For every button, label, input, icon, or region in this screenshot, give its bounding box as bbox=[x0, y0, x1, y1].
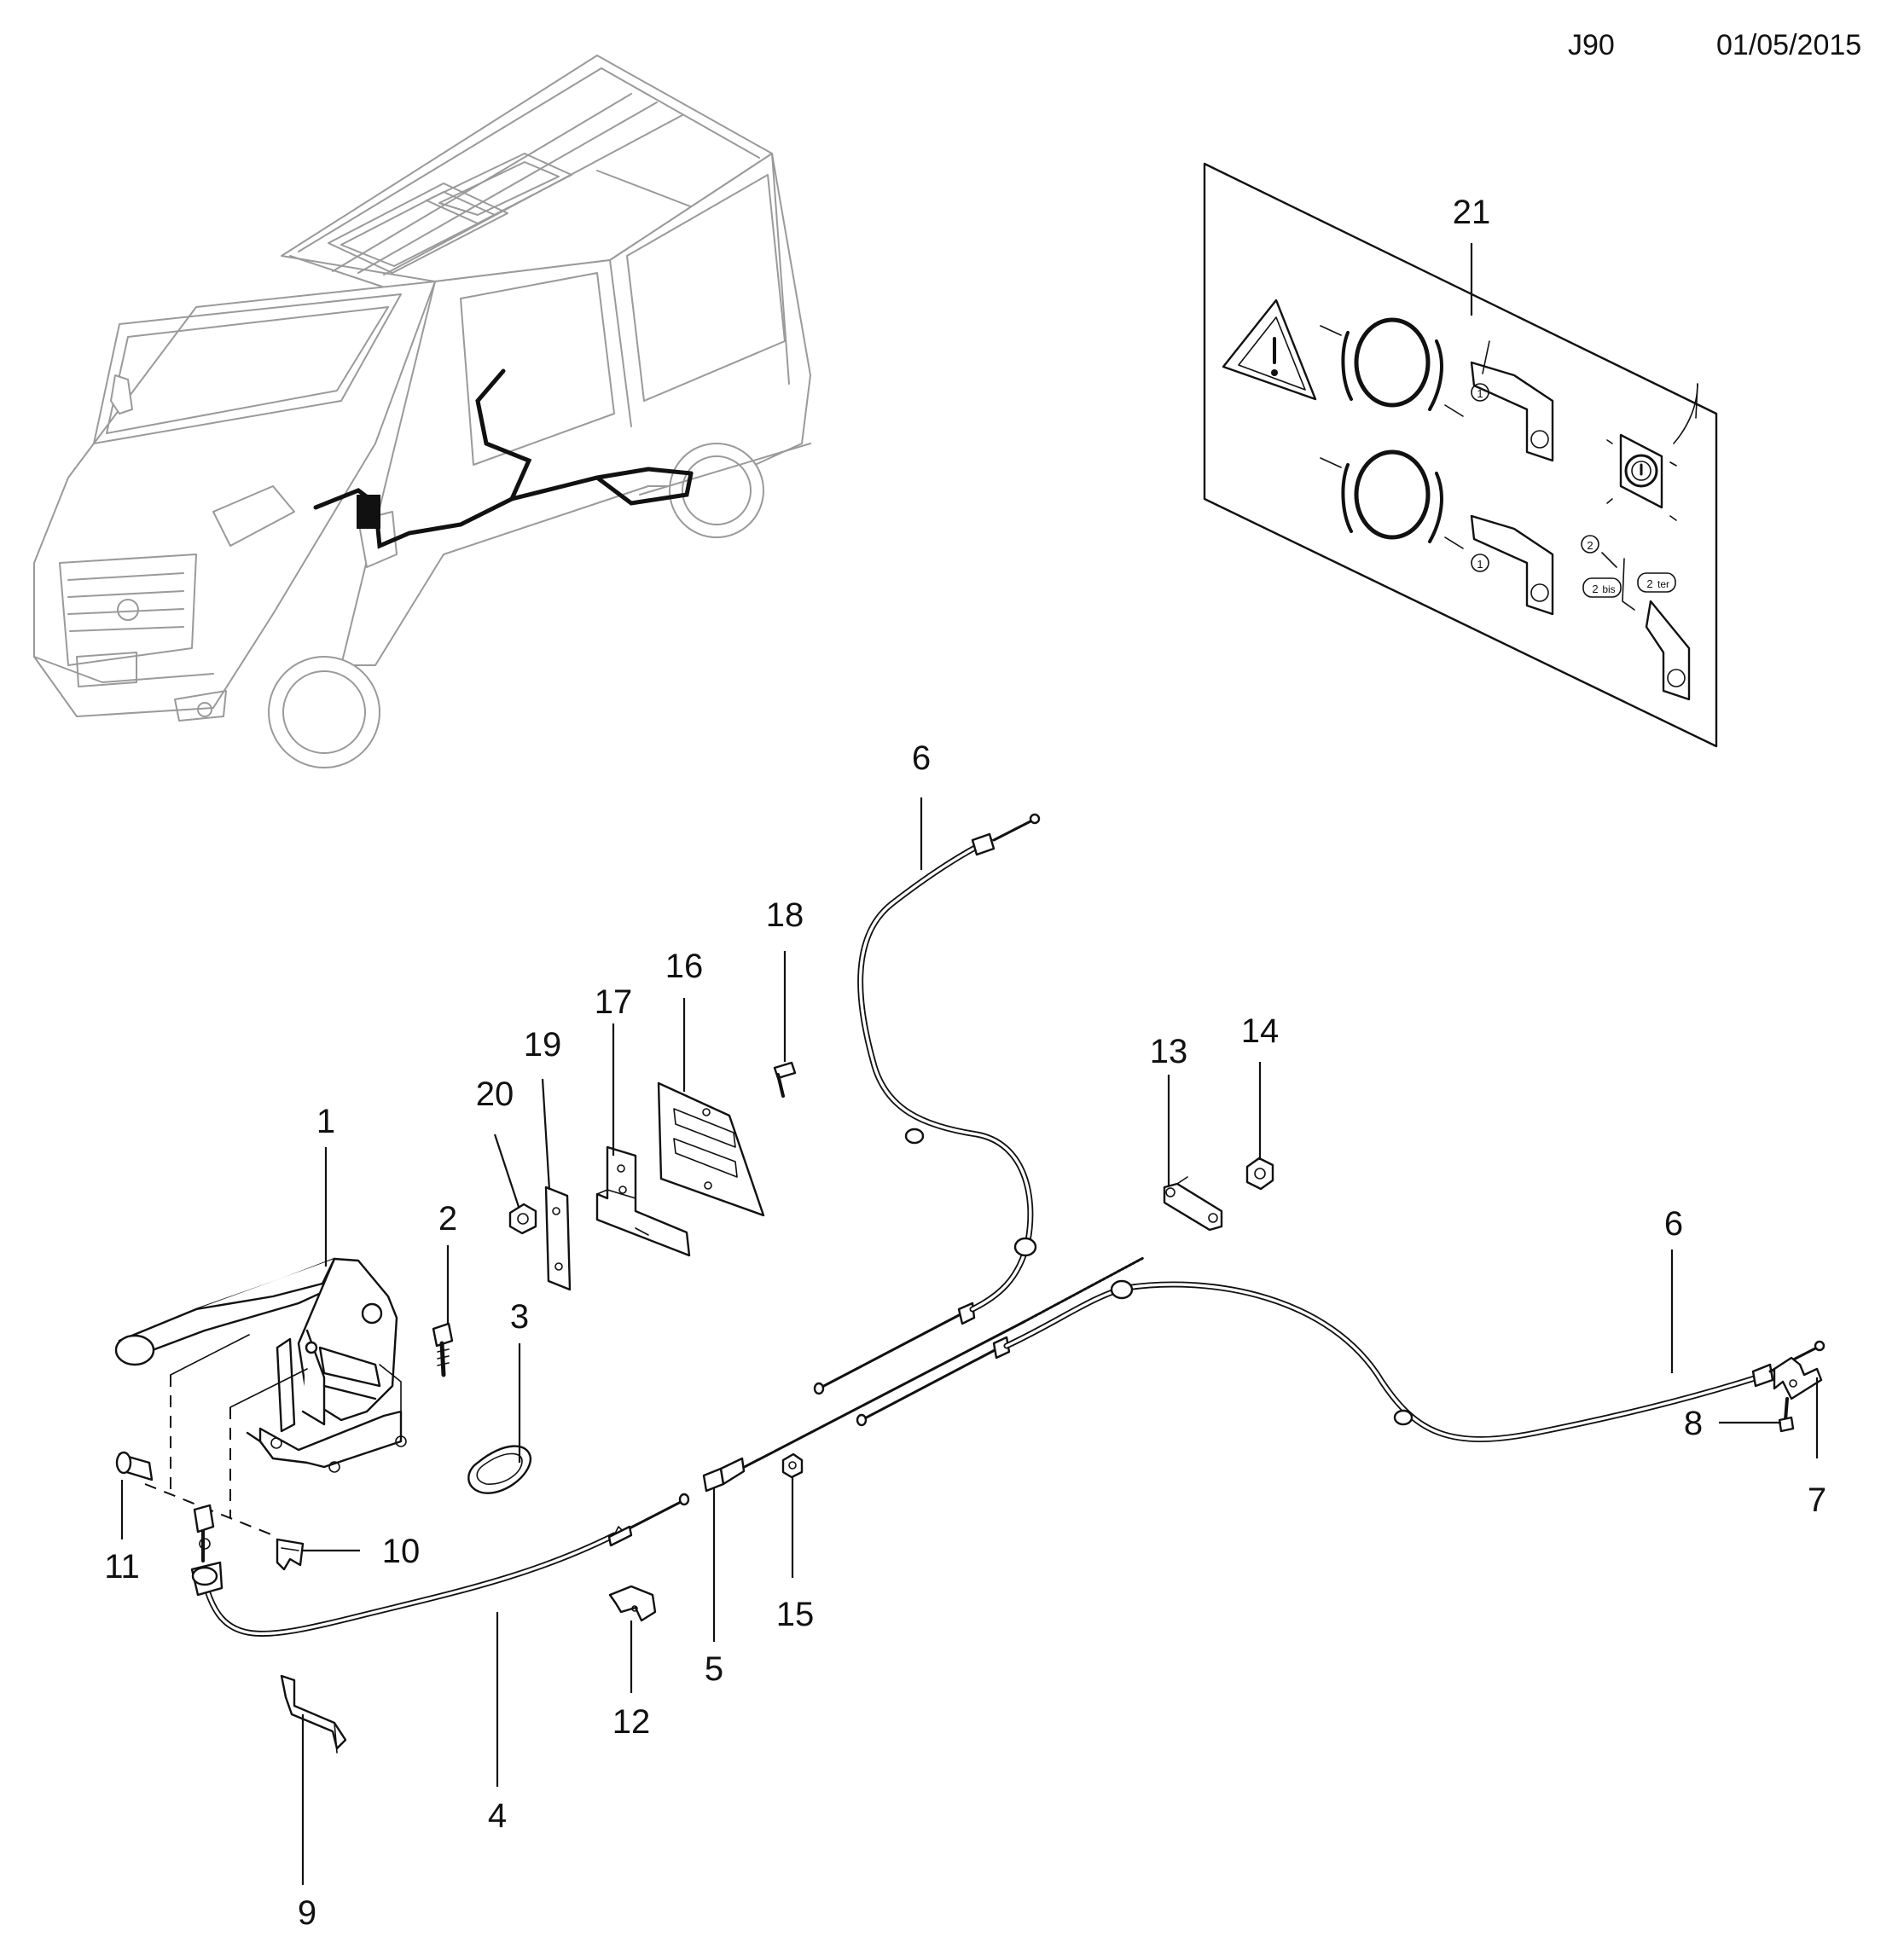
lever-icon-bottom: 1 bbox=[1470, 514, 1554, 616]
lever-step-mark: 1 bbox=[1477, 387, 1483, 400]
callout-10: 10 bbox=[382, 1533, 421, 1570]
callout-7: 7 bbox=[1808, 1481, 1826, 1519]
leader-lines bbox=[120, 243, 1819, 1885]
van-illustration bbox=[33, 55, 811, 768]
lever-icon-top: 1 bbox=[1470, 340, 1554, 462]
rear-cable-bracket bbox=[1773, 1356, 1823, 1400]
diagram-date: 01/05/2015 bbox=[1716, 29, 1862, 61]
callout-1: 1 bbox=[316, 1103, 335, 1140]
cable-bracket bbox=[280, 1674, 347, 1754]
cable-equalizer bbox=[1163, 1176, 1223, 1232]
assembly-guide-line bbox=[229, 1368, 308, 1408]
callout-21: 21 bbox=[1453, 194, 1491, 231]
rear-cable-left bbox=[813, 813, 1041, 1395]
callout-14: 14 bbox=[1241, 1012, 1280, 1050]
gasket bbox=[467, 1445, 532, 1494]
callout-6: 6 bbox=[912, 739, 931, 777]
callout-6: 6 bbox=[1664, 1205, 1683, 1243]
sequence-step-suffix: bis bbox=[1602, 583, 1615, 595]
rear-cable-right bbox=[856, 1279, 1826, 1442]
diagram-code: J90 bbox=[1568, 29, 1615, 61]
van-brake-cable-highlight bbox=[313, 368, 694, 549]
sequence-step-mark: 2 bbox=[1592, 583, 1598, 595]
lever-step-mark: 1 bbox=[1477, 558, 1483, 571]
callout-4: 4 bbox=[488, 1797, 507, 1835]
bracket-screw bbox=[1778, 1397, 1795, 1433]
brake-disc-icon-top bbox=[1320, 317, 1464, 417]
callout-15: 15 bbox=[776, 1596, 815, 1633]
pin bbox=[115, 1451, 154, 1481]
brake-disc-icon-bottom bbox=[1320, 449, 1464, 549]
warning-triangle-icon bbox=[1222, 299, 1317, 401]
callout-17: 17 bbox=[595, 983, 633, 1021]
callout-2: 2 bbox=[438, 1200, 457, 1238]
sequence-step-suffix: ter bbox=[1657, 578, 1669, 590]
callout-9: 9 bbox=[298, 1894, 316, 1932]
release-sequence-icon: 2 2 bis 2 ter bbox=[1581, 535, 1691, 701]
callout-labels: 21 6 6 7 8 1 2 3 20 19 17 16 18 13 14 11… bbox=[104, 194, 1826, 1932]
mounting-plate bbox=[544, 1186, 572, 1291]
bolt bbox=[432, 1322, 454, 1377]
sequence-step-mark: 2 bbox=[1646, 577, 1652, 590]
callout-19: 19 bbox=[524, 1026, 562, 1064]
parking-brake-lever bbox=[114, 1257, 407, 1473]
callout-11: 11 bbox=[104, 1548, 140, 1586]
callout-5: 5 bbox=[705, 1650, 723, 1688]
equalizer-nut bbox=[1245, 1157, 1274, 1191]
sequence-step-mark: 2 bbox=[1587, 539, 1593, 552]
brake-warning-lamp-icon bbox=[1606, 433, 1677, 521]
callout-18: 18 bbox=[766, 896, 804, 934]
label-sheet: 1 1 bbox=[1203, 162, 1718, 748]
cover-panel bbox=[657, 1081, 765, 1217]
assembly-guide-line bbox=[170, 1334, 250, 1376]
support-bracket bbox=[595, 1145, 691, 1257]
callout-12: 12 bbox=[612, 1703, 651, 1741]
callout-3: 3 bbox=[510, 1298, 529, 1336]
front-cable bbox=[190, 1493, 690, 1637]
nut bbox=[508, 1203, 537, 1235]
callout-20: 20 bbox=[476, 1075, 514, 1113]
callout-8: 8 bbox=[1684, 1405, 1703, 1442]
retaining-clip bbox=[276, 1538, 305, 1571]
screw bbox=[773, 1061, 797, 1098]
cable-clip bbox=[608, 1585, 657, 1622]
equalizer-rod bbox=[702, 1256, 1145, 1493]
adjuster-nut bbox=[781, 1452, 804, 1479]
callout-16: 16 bbox=[665, 948, 704, 985]
callout-13: 13 bbox=[1150, 1033, 1188, 1070]
